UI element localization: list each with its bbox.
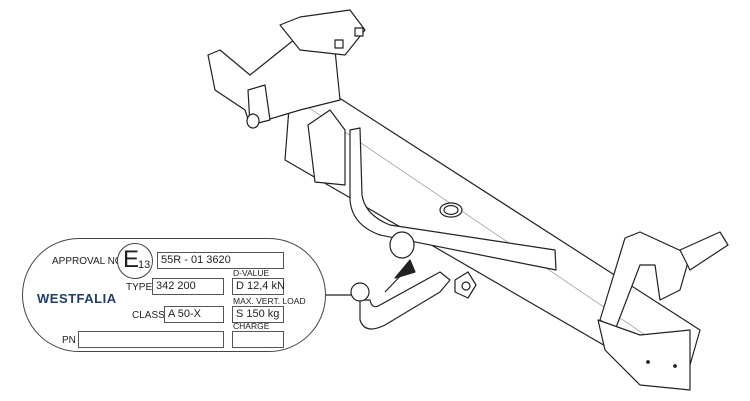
pn-label: PN [62,335,76,346]
max-vert-load-label: MAX. VERT. LOAD [233,296,306,306]
charge-label: CHARGE [233,321,270,331]
d-value: D 12,4 kN [232,278,285,295]
swan-neck [359,271,451,330]
pn-value [78,331,224,348]
e-mark-circle: E 13 [117,243,153,279]
socket-flange [389,231,415,259]
charge-value [232,331,284,348]
class-value: A 50-X [164,306,224,323]
type-label: TYPE [126,282,153,293]
e-mark: E [123,246,140,273]
e-number: 13 [138,259,151,271]
d-value-label: D-VALUE [233,268,270,278]
type-value: 342 200 [152,278,224,295]
arrow [394,259,416,279]
class-label: CLASS [132,310,165,321]
approval-no-value: 55R - 01 3620 [157,252,284,269]
tow-ball [350,282,370,302]
left-mounting-bracket [207,34,341,126]
right-clamp [597,319,691,391]
approval-no-label: APPROVAL NO [52,256,123,267]
max-vert-load-value: S 150 kg [232,306,284,323]
left-clamp [307,109,346,186]
westfalia-logo: WESTFALIA [37,291,117,306]
